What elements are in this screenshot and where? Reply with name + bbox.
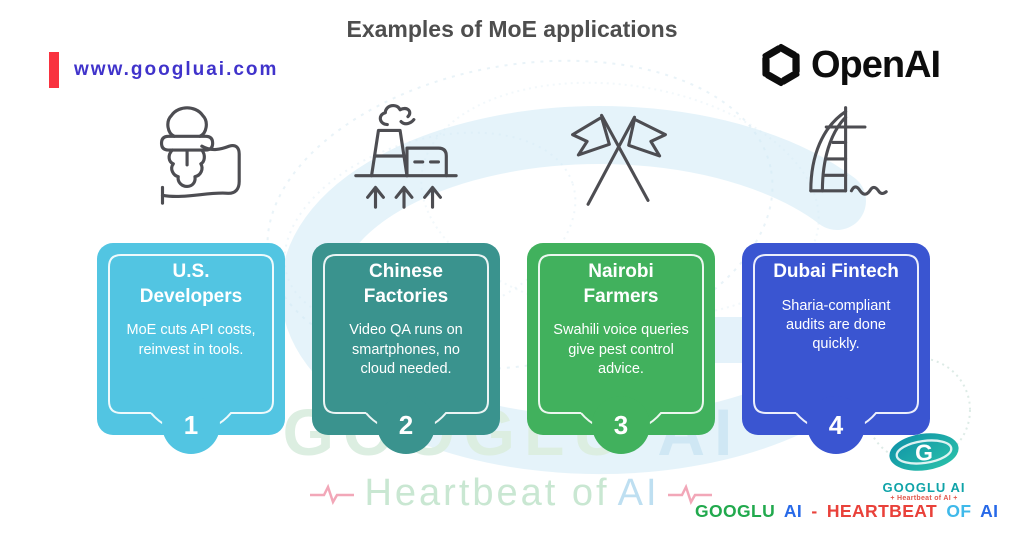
card-title: U.S. Developers (139, 261, 243, 307)
tagline-dash: - (811, 501, 818, 521)
card-number-badge: 2 (377, 396, 435, 454)
openai-logo: OpenAI (756, 40, 941, 90)
tagline-ai: AI (783, 501, 803, 521)
card-body: Sharia-compliant audits are done quickly… (781, 297, 891, 352)
card-nairobi-farmers: Nairobi Farmers Swahili voice queries gi… (527, 243, 715, 454)
card-body: Video QA runs on smartphones, no cloud n… (349, 322, 463, 377)
watermark-heartbeat-line: Heartbeat of AI (0, 472, 1024, 515)
card-title: Chinese Factories (363, 261, 449, 307)
googlu-logo-badge: G GOOGLU AI + Heartbeat of AI + (874, 430, 974, 502)
heartbeat-ekg-icon (667, 483, 712, 505)
card-us-developers: U.S. Developers MoE cuts API costs, rein… (97, 243, 285, 454)
card-body: MoE cuts API costs, reinvest in tools. (126, 322, 256, 358)
card-title: Nairobi Farmers (583, 261, 659, 307)
card-number-badge: 1 (162, 396, 220, 454)
crossed-flags-icon (561, 96, 677, 217)
openai-knot-icon (762, 43, 800, 87)
heartbeat-ekg-icon (310, 483, 355, 505)
factory-icon (346, 94, 464, 223)
watermark-heartbeat-ai: AI (617, 472, 660, 514)
footer-tagline: GOOGLU AI - HEARTBEAT OF AI (695, 501, 1002, 522)
watermark-heartbeat-text: Heartbeat of (364, 472, 610, 514)
burj-al-arab-icon (776, 92, 892, 225)
openai-wordmark: OpenAI (811, 43, 941, 86)
hand-holding-ice-cream-icon (133, 92, 251, 221)
red-accent-bar (49, 52, 59, 88)
card-chinese-factories: Chinese Factories Video QA runs on smart… (312, 243, 500, 454)
tagline-ai2: AI (980, 501, 999, 521)
card-number-badge: 3 (592, 396, 650, 454)
tagline-heartbeat: HEARTBEAT (826, 501, 938, 521)
page-title: Examples of MoE applications (346, 16, 678, 42)
googlu-g-letter: G (915, 439, 933, 465)
googlu-logo-tagline: + Heartbeat of AI + (890, 495, 958, 502)
site-url: www.googluai.com (74, 59, 279, 80)
card-number-badge: 4 (807, 396, 865, 454)
googlu-globe-icon: G (889, 433, 959, 471)
card-body: Swahili voice queries give pest control … (553, 322, 689, 377)
card-title: Dubai Fintech (773, 261, 899, 282)
googlu-logo-name: GOOGLU AI (882, 480, 966, 495)
tagline-googlu: GOOGLU (695, 501, 776, 521)
card-dubai-fintech: Dubai Fintech Sharia-compliant audits ar… (742, 243, 930, 454)
tagline-of: OF (946, 501, 972, 521)
